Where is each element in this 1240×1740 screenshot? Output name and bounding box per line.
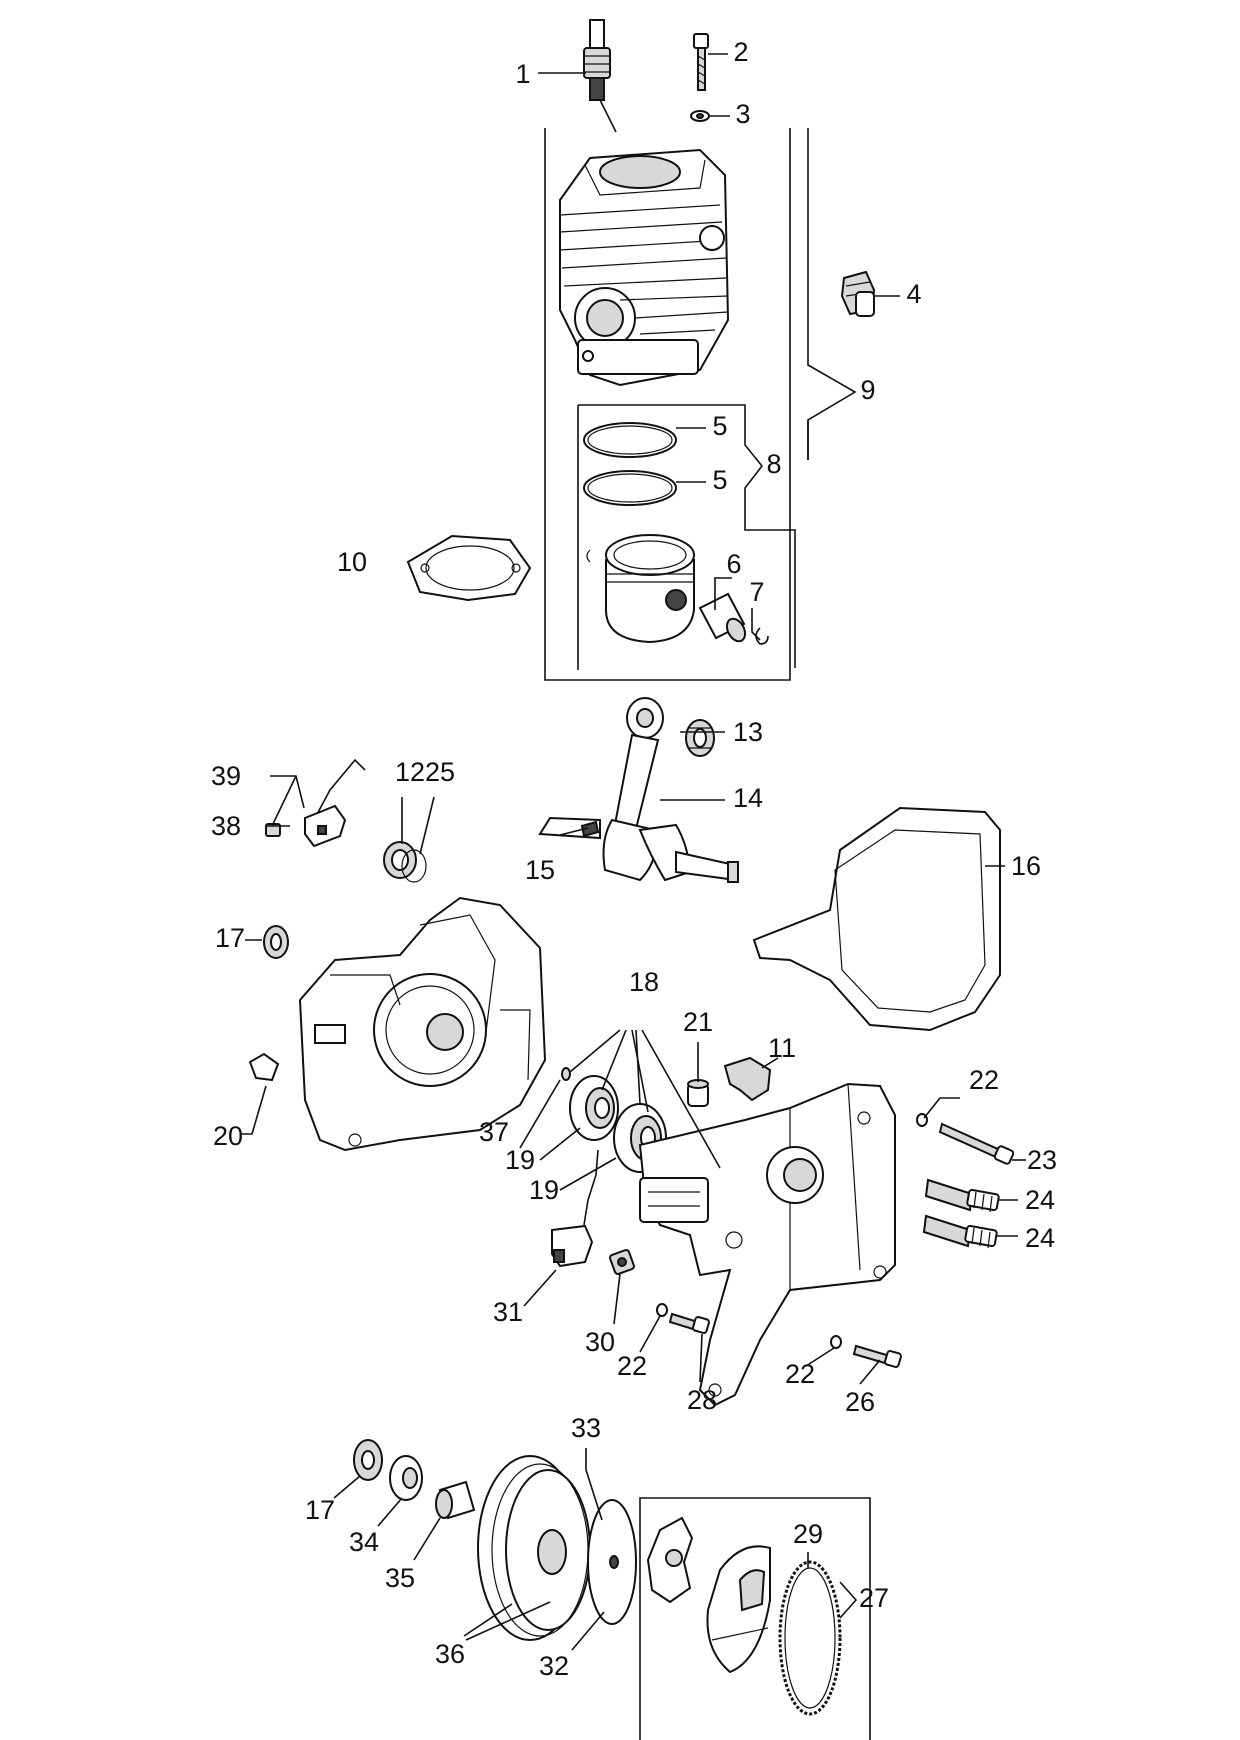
callout-2: 2 — [733, 37, 748, 67]
callout-18: 18 — [629, 967, 659, 997]
callout-3: 3 — [735, 99, 750, 129]
part-decompression-valve — [840, 270, 876, 317]
part-piston — [586, 534, 695, 644]
callout-labels: 1 2 3 4 5 5 6 7 8 9 10 11 12 13 14 15 16… — [211, 37, 1057, 1681]
part-nut-30 — [609, 1249, 635, 1275]
part-screw-28 — [668, 1312, 710, 1334]
callout-10: 10 — [337, 547, 367, 577]
callout-30: 30 — [585, 1327, 615, 1357]
callout-11: 11 — [768, 1033, 796, 1063]
part-washer-22-lower — [656, 1303, 668, 1317]
callout-38: 38 — [211, 811, 241, 841]
callout-25: 25 — [425, 757, 455, 787]
callout-31: 31 — [493, 1297, 523, 1327]
leader-lines — [242, 53, 1026, 1651]
callout-14: 14 — [733, 783, 763, 813]
callout-5-upper: 5 — [712, 411, 727, 441]
callout-37: 37 — [479, 1117, 509, 1147]
part-washer-3 — [690, 110, 710, 122]
part-stud-24-lower — [922, 1214, 998, 1249]
part-circlip — [755, 627, 769, 645]
part-crankcase-gasket — [752, 806, 1001, 1032]
part-stud-24-upper — [924, 1178, 1000, 1213]
callout-17-upper: 17 — [215, 923, 245, 953]
callout-26: 26 — [845, 1387, 875, 1417]
part-oil-seal-17-upper — [263, 925, 289, 959]
part-clutch-shoes — [706, 1545, 771, 1674]
part-cylinder-gasket — [406, 534, 532, 602]
callout-32: 32 — [539, 1651, 569, 1681]
part-needle-bearing-13 — [685, 719, 715, 757]
part-clutch-drum-36 — [477, 1455, 591, 1641]
bracket-27 — [639, 1497, 871, 1740]
part-screw-26 — [852, 1344, 902, 1368]
callout-39: 39 — [211, 761, 241, 791]
part-seal-12 — [383, 841, 427, 883]
callout-34: 34 — [349, 1527, 379, 1557]
part-piston-pin — [698, 592, 747, 643]
part-button-20 — [248, 1052, 280, 1082]
callout-22-bottom: 22 — [785, 1359, 815, 1389]
part-oil-pump-11 — [723, 1056, 772, 1102]
part-clutch-spring-29 — [778, 1560, 842, 1716]
part-spacer-34 — [389, 1455, 423, 1501]
callout-35: 35 — [385, 1563, 415, 1593]
callout-33: 33 — [571, 1413, 601, 1443]
callout-19-left: 19 — [505, 1145, 535, 1175]
callout-12: 12 — [395, 757, 425, 787]
part-crankcase-right — [638, 1082, 896, 1407]
callout-17-lower: 17 — [305, 1495, 335, 1525]
part-crankcase-left — [298, 896, 547, 1152]
bracket-9 — [544, 128, 791, 681]
callout-16: 16 — [1011, 851, 1041, 881]
callout-9: 9 — [860, 375, 875, 405]
callout-24-upper: 24 — [1025, 1185, 1055, 1215]
callout-22-lower: 22 — [617, 1351, 647, 1381]
callout-22-right: 22 — [969, 1065, 999, 1095]
part-sleeve-35 — [435, 1480, 476, 1520]
part-washer-disc-32 — [587, 1499, 637, 1625]
callout-13: 13 — [733, 717, 763, 747]
part-cylinder — [559, 148, 730, 387]
part-piston-ring-lower — [583, 470, 677, 506]
callout-36: 36 — [435, 1639, 465, 1669]
callout-24-lower: 24 — [1025, 1223, 1055, 1253]
part-spark-plug — [583, 19, 617, 133]
callout-6: 6 — [726, 549, 741, 579]
part-piston-ring-upper — [583, 422, 677, 458]
part-key-15 — [580, 820, 600, 838]
callout-23: 23 — [1027, 1145, 1057, 1175]
callout-5-lower: 5 — [712, 465, 727, 495]
callout-29: 29 — [793, 1519, 823, 1549]
callout-8: 8 — [766, 449, 781, 479]
part-switch-assembly — [265, 758, 366, 848]
callout-20: 20 — [213, 1121, 243, 1151]
callout-28: 28 — [687, 1385, 717, 1415]
callout-4: 4 — [906, 279, 921, 309]
part-grommet-21 — [687, 1079, 709, 1107]
callout-27: 27 — [859, 1583, 889, 1613]
callout-7: 7 — [749, 577, 764, 607]
part-pin-37 — [561, 1067, 571, 1081]
callout-1: 1 — [515, 59, 530, 89]
part-clutch-hub — [646, 1516, 694, 1604]
callout-15: 15 — [525, 855, 555, 885]
part-washer-22-bottom — [830, 1335, 842, 1349]
callout-19-right: 19 — [529, 1175, 559, 1205]
part-oil-seal-17-lower — [353, 1439, 383, 1481]
callout-21: 21 — [683, 1007, 713, 1037]
part-spring-31 — [551, 1149, 599, 1268]
part-screw-23 — [938, 1122, 1015, 1165]
part-screw-2 — [693, 33, 709, 91]
part-bearing-19-left — [569, 1075, 619, 1141]
